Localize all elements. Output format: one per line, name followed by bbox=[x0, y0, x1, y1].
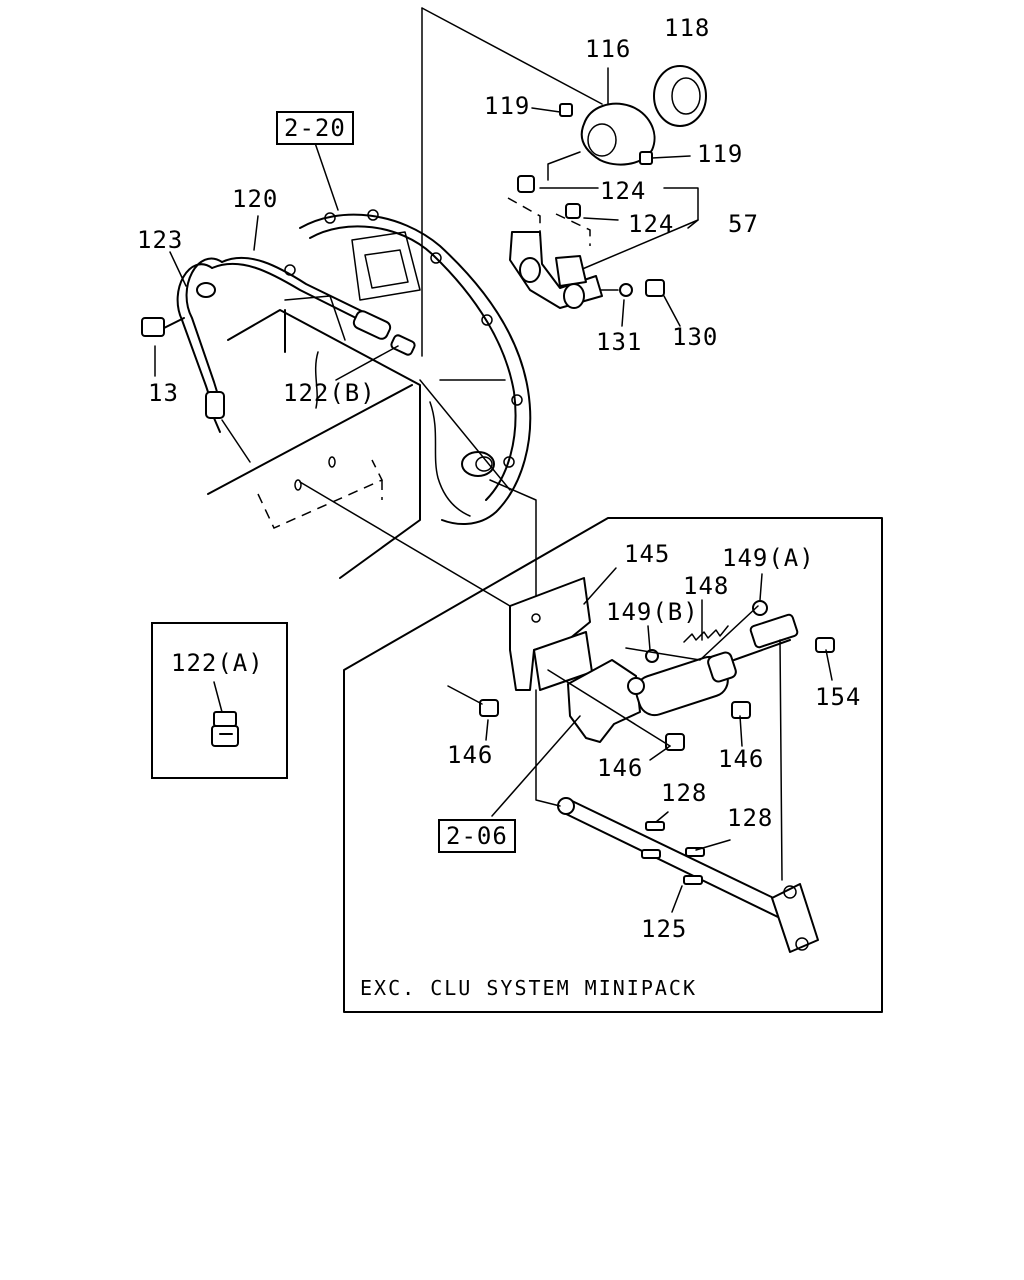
label-146-left: 146 bbox=[447, 741, 494, 769]
label-131: 131 bbox=[596, 328, 643, 356]
label-154: 154 bbox=[815, 683, 862, 711]
label-119-left: 119 bbox=[484, 92, 531, 120]
minipack-panel-frame bbox=[343, 517, 883, 1013]
label-128-upper: 128 bbox=[661, 779, 708, 807]
label-146-right: 146 bbox=[718, 745, 765, 773]
label-130: 130 bbox=[672, 323, 719, 351]
label-116: 116 bbox=[585, 35, 632, 63]
label-125: 125 bbox=[641, 915, 688, 943]
label-149-b: 149(B) bbox=[606, 598, 699, 626]
label-119-right: 119 bbox=[697, 140, 744, 168]
label-124-upper: 124 bbox=[600, 177, 647, 205]
clutch-master-cylinder-assembly bbox=[479, 577, 835, 953]
grease-hose bbox=[141, 256, 416, 463]
label-148: 148 bbox=[683, 572, 730, 600]
reference-2-06: 2-06 bbox=[438, 819, 516, 853]
leader-lines bbox=[154, 7, 699, 607]
label-13: 13 bbox=[148, 379, 179, 407]
minipack-leader-lines bbox=[299, 481, 833, 913]
label-120: 120 bbox=[232, 185, 279, 213]
label-118: 118 bbox=[664, 14, 711, 42]
inset-fitting-box bbox=[151, 622, 288, 779]
label-122-a: 122(A) bbox=[171, 649, 264, 677]
label-124-lower: 124 bbox=[628, 210, 675, 238]
release-bearing-assembly bbox=[507, 65, 707, 309]
label-149-a: 149(A) bbox=[722, 544, 815, 572]
label-57: 57 bbox=[728, 210, 759, 238]
reference-2-20: 2-20 bbox=[276, 111, 354, 145]
label-122-b: 122(B) bbox=[283, 379, 376, 407]
label-123: 123 bbox=[137, 226, 184, 254]
label-128-lower: 128 bbox=[727, 804, 774, 832]
label-146-middle: 146 bbox=[597, 754, 644, 782]
panel-caption: EXC. CLU SYSTEM MINIPACK bbox=[360, 976, 697, 1000]
label-145: 145 bbox=[624, 540, 671, 568]
